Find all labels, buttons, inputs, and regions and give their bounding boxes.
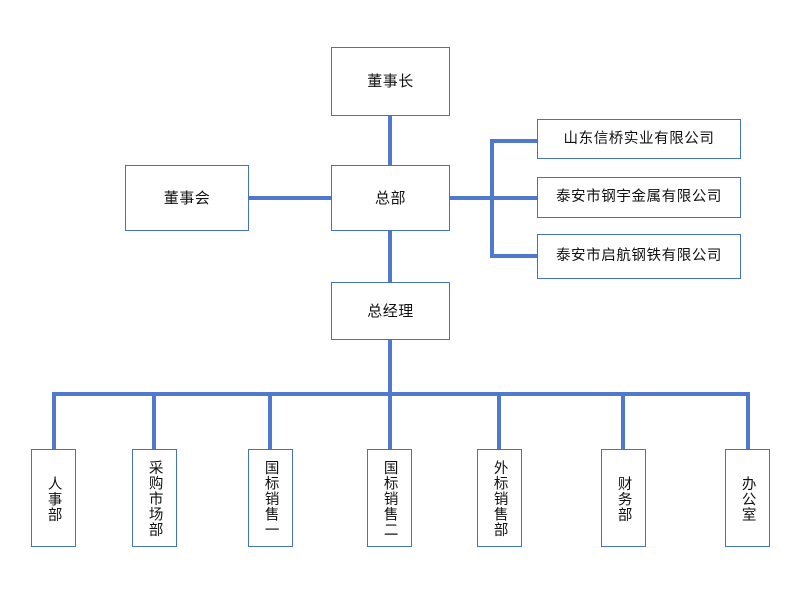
node-board[interactable]: 董事会 (125, 165, 249, 231)
node-department-4[interactable]: 国标销售二 (367, 449, 412, 547)
node-department-7[interactable]: 办公室 (725, 449, 770, 547)
node-general-manager[interactable]: 总经理 (331, 282, 450, 340)
node-subsidiary-3-label: 泰安市启航钢铁有限公司 (555, 248, 723, 265)
connector-department-bus (52, 392, 750, 396)
node-chairman-label: 董事长 (367, 72, 414, 91)
node-department-2[interactable]: 采购市场部 (132, 449, 177, 547)
connector-drop-department-2 (152, 392, 156, 449)
connector-headquarters-to-subsidiary-trunk (449, 196, 495, 200)
node-headquarters-label: 总部 (374, 188, 406, 207)
node-department-5[interactable]: 外标销售部 (477, 449, 522, 547)
connector-branch-subsidiary-3 (490, 254, 538, 258)
node-chairman[interactable]: 董事长 (331, 47, 450, 116)
node-board-label: 董事会 (163, 188, 211, 207)
connector-drop-department-3 (268, 392, 272, 449)
node-department-1[interactable]: 人事部 (31, 449, 76, 547)
node-department-6-label: 财务部 (615, 475, 632, 523)
connector-branch-subsidiary-2 (490, 196, 538, 200)
connector-drop-department-6 (621, 392, 625, 449)
connector-branch-subsidiary-1 (490, 139, 538, 143)
connector-general-manager-to-department-bus (388, 339, 392, 396)
node-headquarters[interactable]: 总部 (331, 165, 450, 231)
node-department-2-label: 采购市场部 (146, 460, 163, 538)
node-subsidiary-2[interactable]: 泰安市钢宇金属有限公司 (537, 177, 741, 218)
node-subsidiary-3[interactable]: 泰安市启航钢铁有限公司 (537, 234, 741, 279)
connector-chairman-to-headquarters (388, 115, 392, 167)
connector-drop-department-5 (497, 392, 501, 449)
connector-headquarters-to-general-manager (388, 230, 392, 282)
connector-drop-department-4 (388, 392, 392, 449)
node-department-6[interactable]: 财务部 (601, 449, 646, 547)
node-general-manager-label: 总经理 (367, 301, 414, 320)
connector-board-to-headquarters (248, 196, 333, 200)
node-department-4-label: 国标销售二 (381, 460, 398, 538)
node-department-3[interactable]: 国标销售一 (248, 449, 293, 547)
node-department-7-label: 办公室 (739, 475, 756, 523)
node-department-1-label: 人事部 (45, 475, 62, 523)
node-subsidiary-1[interactable]: 山东信桥实业有限公司 (537, 119, 741, 159)
node-subsidiary-2-label: 泰安市钢宇金属有限公司 (555, 189, 723, 206)
connector-drop-department-1 (52, 392, 56, 449)
node-department-3-label: 国标销售一 (262, 460, 279, 538)
connector-drop-department-7 (746, 392, 750, 449)
node-department-5-label: 外标销售部 (491, 460, 508, 538)
node-subsidiary-1-label: 山东信桥实业有限公司 (563, 130, 715, 147)
